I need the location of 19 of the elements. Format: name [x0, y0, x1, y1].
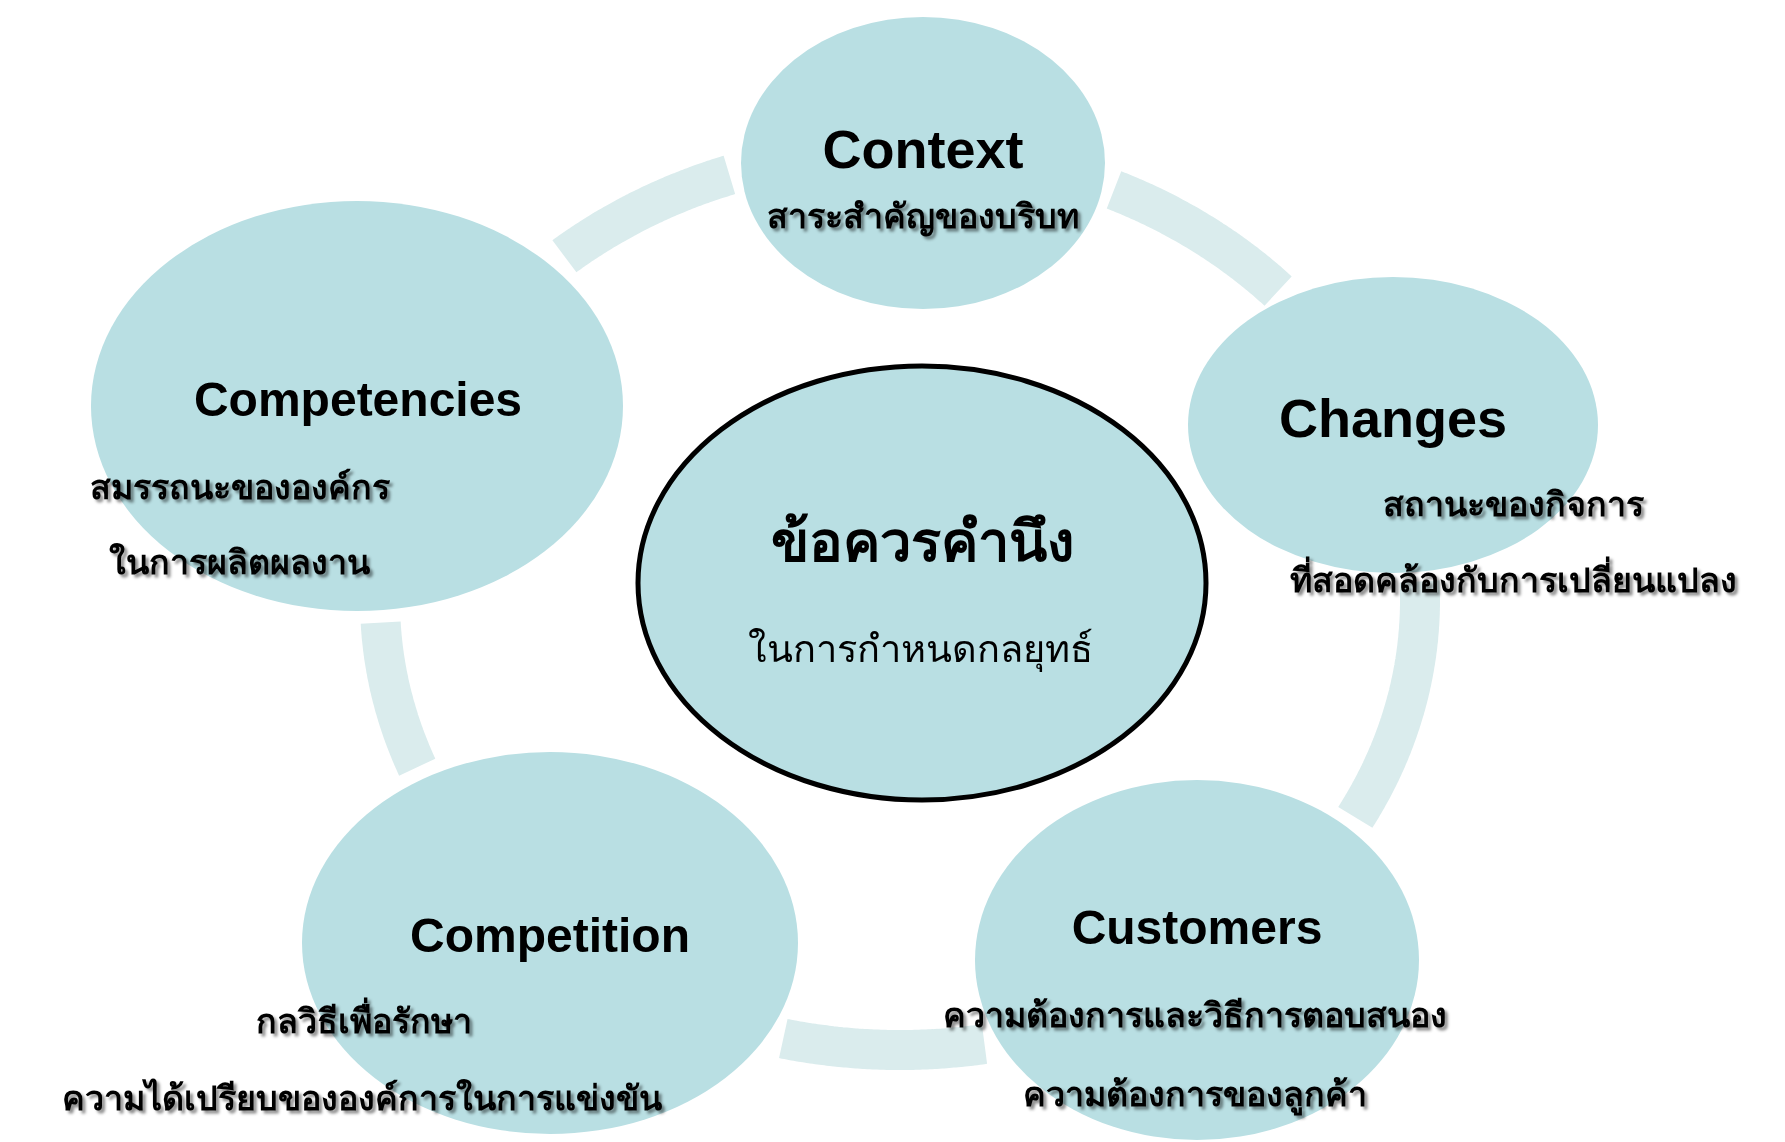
description-text: สมรรถนะขององค์กร	[90, 465, 390, 509]
description-text: ที่สอดคล้องกับการเปลี่ยนแปลง	[1289, 558, 1737, 602]
description-text: ความต้องการและวิธีการตอบสนอง	[943, 993, 1447, 1037]
description-text: ความได้เปรียบขององค์การในการแข่งขัน	[62, 1076, 662, 1120]
topic-ellipse	[91, 201, 623, 611]
heading: Context	[822, 118, 1024, 182]
description-text: สาระสำคัญของบริบท	[767, 194, 1079, 238]
description-text: ในการผลิตผลงาน	[108, 540, 370, 584]
description-text: ความต้องการของลูกค้า	[1023, 1072, 1367, 1116]
heading: Competencies	[193, 372, 523, 428]
description-text: กลวิธีเพื่อรักษา	[256, 999, 472, 1043]
heading: Changes	[1278, 387, 1508, 451]
heading: Customers	[1071, 900, 1323, 956]
heading: Competition	[410, 908, 690, 964]
topic-ellipse	[741, 17, 1105, 309]
heading: ข้อควรคำนึง	[770, 508, 1074, 576]
description-text: สถานะของกิจการ	[1382, 482, 1644, 526]
subheading: ในการกำหนดกลยุทธ์	[747, 626, 1093, 674]
central-ellipse	[635, 363, 1209, 803]
